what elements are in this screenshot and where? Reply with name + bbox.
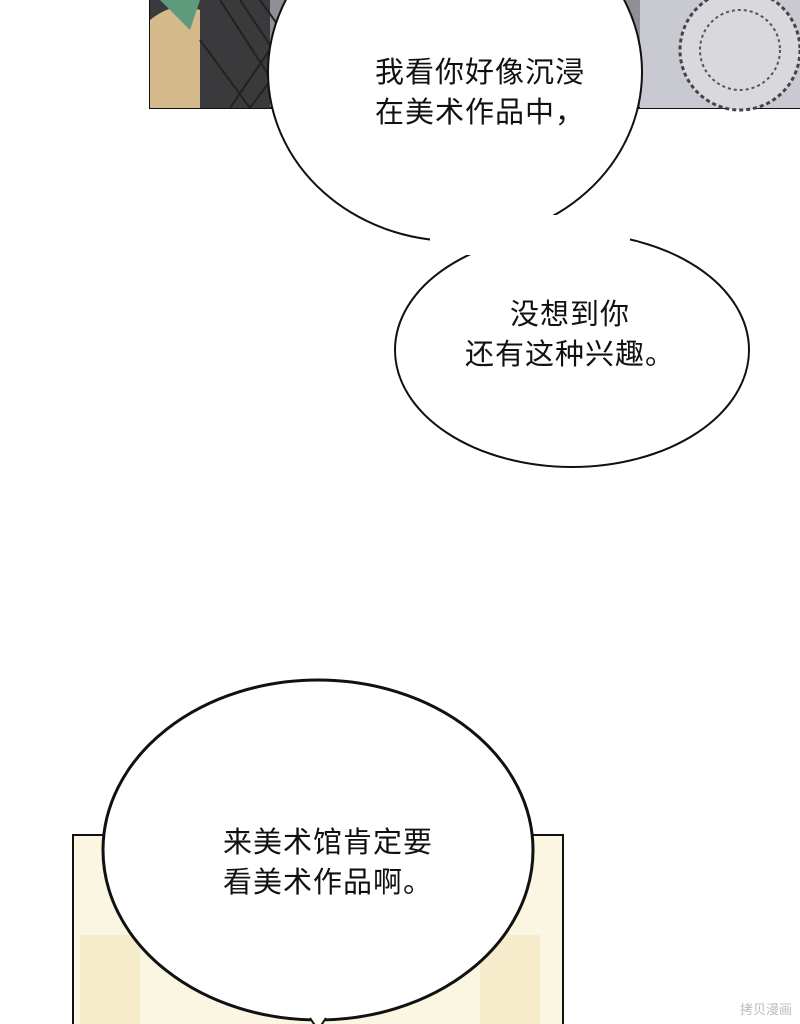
speech-bubble-1-text: 我看你好像沉浸 在美术作品中， [330,52,630,132]
bubble-line: 在美术作品中， [374,95,585,129]
watermark: 拷贝漫画 [739,1003,792,1018]
bubble-line: 来美术馆肯定要 [222,825,433,859]
bubble-line: 没想到你 [509,297,630,331]
speech-bubble-group-top [267,0,750,468]
speech-bubble-bottom [101,678,535,1024]
bubble-line: 我看你好像沉浸 [374,55,585,89]
bubble-line: 还有这种兴趣。 [464,337,675,371]
speech-bubble-2-text: 没想到你 还有这种兴趣。 [430,294,710,374]
speech-bubble-3-text: 来美术馆肯定要 看美术作品啊。 [178,822,478,902]
bubble-line: 看美术作品啊。 [222,865,433,899]
